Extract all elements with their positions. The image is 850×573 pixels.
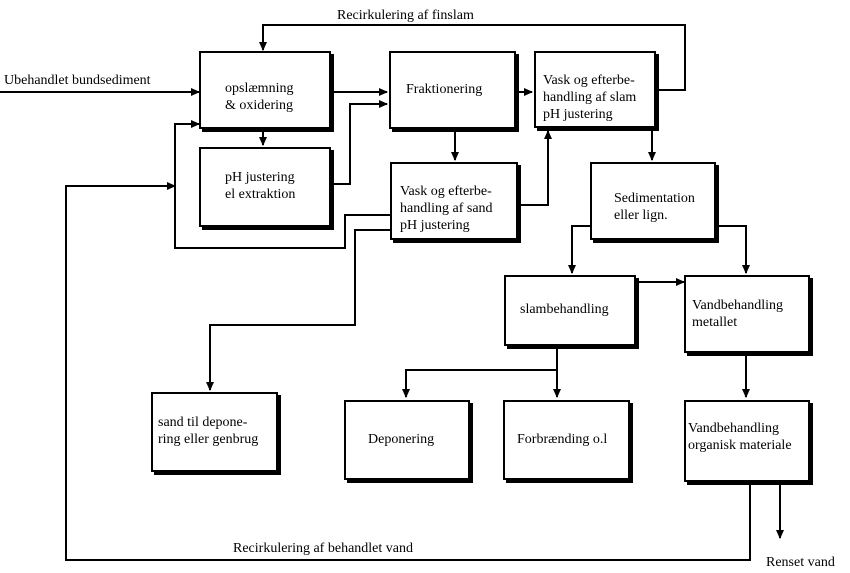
box-ph-justering-text: pH justering el extraktion — [225, 170, 296, 202]
arrow-recirc-finslam — [259, 24, 686, 91]
box-ph-justering: pH justering el extraktion — [199, 147, 331, 227]
box-slambehandling: slambehandling — [504, 275, 636, 346]
box-vask-slam-text: Vask og efterbe- handling af slam pH jus… — [543, 73, 637, 122]
box-forbraending-text: Forbrænding o.l — [517, 432, 608, 447]
arrow-sedimentation-vand — [716, 225, 750, 274]
box-vask-slam: Vask og efterbe- handling af slam pH jus… — [534, 51, 656, 128]
arrow-slam-split — [402, 346, 558, 398]
arrow-sedimentation-slam — [568, 225, 590, 274]
arrow-ph-fraktionering — [331, 100, 388, 185]
box-sand-deponering-text: sand til depone- ring eller genbrug — [158, 415, 259, 447]
box-opslaemning-text: opslæmning & oxidering — [225, 81, 294, 113]
box-forbraending: Forbrænding o.l — [503, 400, 630, 480]
box-deponering-text: Deponering — [368, 432, 435, 447]
label-recirc-vand: Recirkulering af behandlet vand — [233, 541, 413, 556]
arrow-vask-sand-vask-slam — [518, 130, 552, 206]
box-vand-organisk: Vandbehandling organisk materiale — [684, 400, 810, 482]
arrow-vask-sand-depon — [206, 229, 390, 391]
box-opslaemning: opslæmning & oxidering — [199, 51, 331, 129]
box-vand-organisk-text: Vandbehandling organisk materiale — [688, 421, 792, 453]
label-recirc-finslam: Recirkulering af finslam — [337, 8, 474, 23]
box-vand-metallet: Vandbehandling metallet — [684, 275, 810, 353]
arrow-vask-sand-recirc — [174, 120, 390, 249]
box-deponering: Deponering — [344, 400, 470, 480]
arrow-recirc-vand — [65, 182, 751, 561]
box-sand-deponering: sand til depone- ring eller genbrug — [151, 392, 278, 472]
box-fraktionering-text: Fraktionering — [406, 82, 483, 97]
label-input: Ubehandlet bundsediment — [4, 73, 151, 88]
box-sedimentation-text: Sedimentation eller lign. — [614, 191, 695, 223]
box-vand-metallet-text: Vandbehandling metallet — [692, 298, 783, 330]
box-slambehandling-text: slambehandling — [520, 302, 609, 317]
box-sedimentation: Sedimentation eller lign. — [590, 162, 716, 240]
box-fraktionering: Fraktionering — [389, 51, 516, 129]
box-vask-sand: Vask og efterbe- handling af sand pH jus… — [390, 162, 518, 240]
box-vask-sand-text: Vask og efterbe- handling af sand pH jus… — [400, 184, 493, 233]
label-output: Renset vand — [766, 555, 835, 570]
